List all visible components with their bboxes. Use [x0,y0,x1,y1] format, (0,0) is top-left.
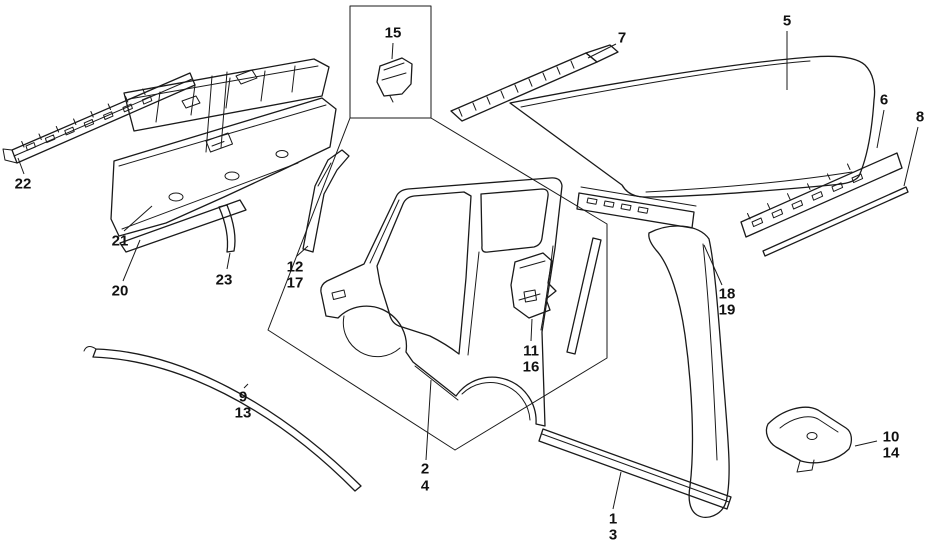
part-number-label-22: 22 [14,175,32,193]
part-number-label-9: 9 [238,388,248,406]
part-number-label-19: 19 [718,301,736,319]
part-number-label-7: 7 [617,29,627,47]
car-side-panel [320,177,563,427]
rear-inner-pillar [576,186,730,518]
part-number-label-8: 8 [915,108,925,126]
detail-box-part-15 [349,5,432,119]
roof-panel [509,55,876,198]
part-number-label-4: 4 [420,477,430,495]
side-sill [538,428,732,510]
part-number-label-15: 15 [384,24,402,42]
rear-bulkhead-assembly [110,58,337,253]
part-number-label-12: 12 [286,258,304,276]
part-number-label-20: 20 [111,282,129,300]
bracket-part-15 [376,57,413,103]
reference-frame [267,5,608,451]
part-number-label-5: 5 [782,12,792,30]
rear-molding-strip [762,186,909,257]
part-number-label-14: 14 [882,444,900,462]
rear-roof-rail [740,152,903,238]
part-number-label-2: 2 [420,460,430,478]
part-number-label-1: 1 [608,510,618,528]
lower-crossmember [119,199,247,253]
part-number-label-16: 16 [522,358,540,376]
part-number-label-11: 11 [523,342,539,360]
part-number-label-17: 17 [286,274,304,292]
roof-side-rail [450,44,619,122]
door-opening [376,191,472,355]
rear-shelf-rail [2,72,196,164]
part-number-label-21: 21 [111,232,129,250]
part-number-label-23: 23 [215,271,233,289]
quarter-window-opening [480,188,549,253]
part-number-label-18: 18 [718,285,736,303]
part-number-label-13: 13 [234,404,252,422]
leader-lines [17,31,919,510]
lock-pillar-bracket [510,252,557,319]
drip-molding [83,346,362,492]
part-number-label-6: 6 [879,91,889,109]
stiffener-part-23 [218,204,236,253]
corner-gusset [765,406,853,473]
front-pillar-stiffener [302,149,350,253]
part-number-label-3: 3 [608,526,618,544]
center-pillar-stiffener [566,237,602,355]
part-number-label-10: 10 [882,428,900,446]
